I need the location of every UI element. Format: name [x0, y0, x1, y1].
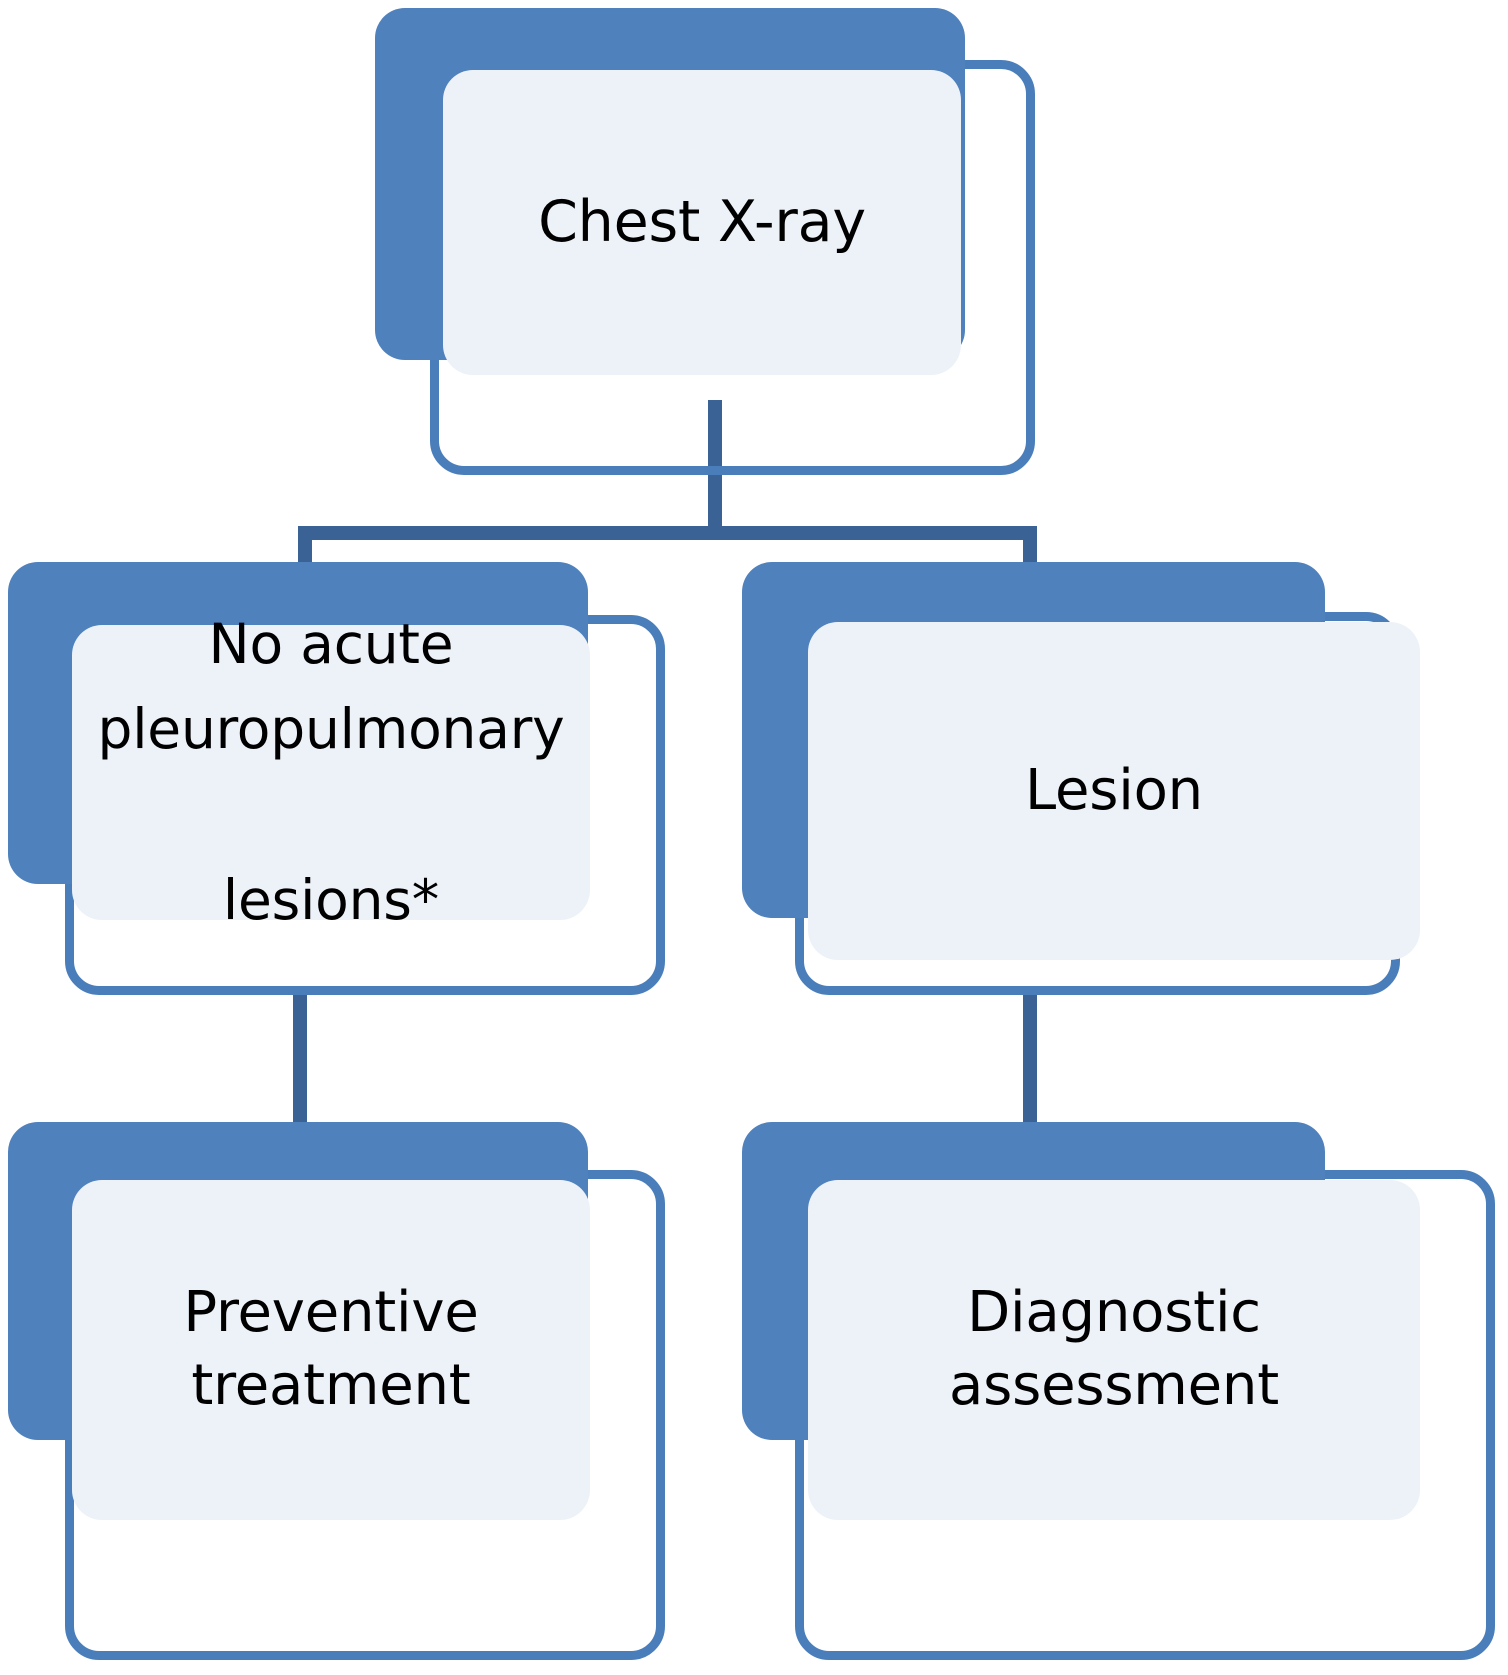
node-chest-xray-fill-panel — [443, 70, 961, 375]
node-diagnostic-fill-panel — [808, 1180, 1420, 1520]
node-preventive-treatment[interactable]: Preventive treatment — [0, 1100, 700, 1675]
node-preventive-fill-panel — [72, 1180, 590, 1520]
node-lesion-fill-panel — [808, 622, 1420, 960]
node-no-acute-pleuropulmonary-lesions[interactable]: No acute pleuropulmonary lesions* — [0, 540, 700, 1020]
node-no-lesions-fill-panel — [72, 625, 590, 920]
node-diagnostic-assessment[interactable]: Diagnostic assessment — [730, 1100, 1508, 1675]
node-lesion[interactable]: Lesion — [730, 540, 1508, 1020]
node-chest-xray[interactable]: Chest X-ray — [0, 0, 1100, 500]
